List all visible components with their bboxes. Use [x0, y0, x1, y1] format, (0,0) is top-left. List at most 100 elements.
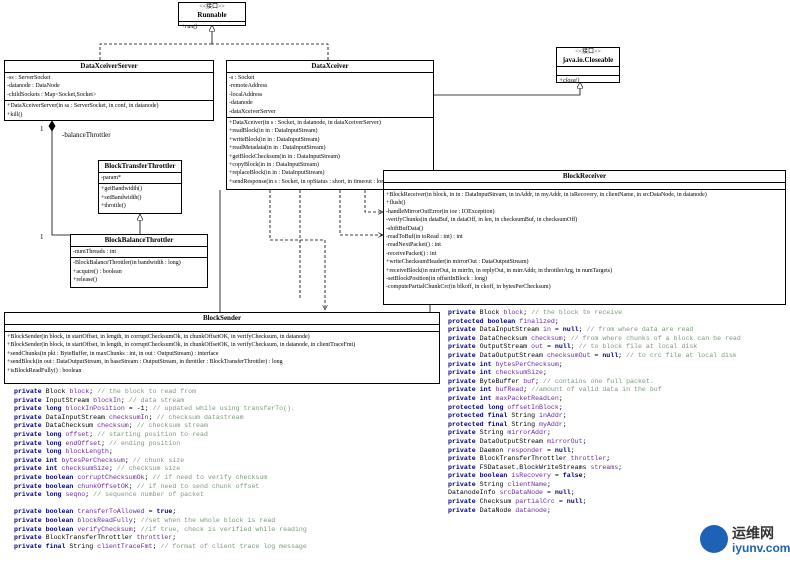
code-token: private	[448, 326, 476, 334]
code-line	[14, 500, 307, 509]
code-token: protected final	[448, 412, 508, 420]
code-line: private Daemon responder = null;	[448, 447, 741, 456]
realization-runnable	[99, 25, 329, 60]
code-token: partialCrc	[515, 498, 555, 506]
code-token: false	[562, 472, 583, 480]
code-token: // to block file at local disk	[574, 343, 698, 351]
code-listing-blockreceiver: private Block block; // the block to rec…	[448, 309, 741, 515]
field: -numThreads : int	[73, 249, 116, 255]
code-token: transferToAllowed	[77, 508, 145, 516]
code-token: ;	[542, 369, 547, 377]
code-token: ;	[546, 429, 551, 437]
code-token: ;	[132, 516, 137, 524]
code-token: ;	[562, 420, 567, 428]
code-line: private boolean corruptChecksumOk; // if…	[14, 474, 307, 483]
code-token: =	[590, 351, 603, 359]
code-token: ;	[570, 446, 575, 454]
composition-balance-throttler	[48, 120, 70, 236]
code-token: private	[448, 309, 476, 316]
code-token: private	[448, 429, 476, 437]
code-token: // from where data are read	[582, 326, 694, 334]
class-dataxceiver: DataXceiver -s : Socket -remoteAddress -…	[226, 60, 434, 190]
method: +writeChecksumHeader(in mirrorOut : Data…	[386, 259, 529, 266]
class-blockreceiver: BlockReceiver +BlockReceiver(in block, i…	[383, 170, 786, 305]
code-token: private boolean	[14, 525, 74, 533]
code-token: null	[602, 351, 619, 359]
code-line: private Checksum partialCrc = null;	[448, 498, 741, 507]
code-token: bytesPerChecksum	[61, 456, 125, 464]
method: -readToBuf(in toRead : int) : int	[386, 234, 463, 241]
method: +copyBlock(in in : DataInputStream)	[229, 162, 319, 169]
code-token: ;	[582, 498, 587, 506]
code-token: ;	[582, 437, 587, 445]
method: -verifyChunks(in dataBuf, in dataOff, in…	[386, 217, 578, 224]
code-token: Block	[475, 309, 504, 316]
code-token: private long	[14, 491, 62, 499]
code-line: private long seqno; // sequence number o…	[14, 491, 307, 500]
code-line: private int bytesPerChecksum;	[448, 361, 741, 370]
code-token: ;	[570, 343, 575, 351]
code-token: private	[448, 498, 476, 506]
code-token: private	[448, 334, 476, 342]
watermark-line1: 运维网	[732, 525, 774, 541]
code-token: ;	[578, 326, 583, 334]
field: -remoteAddress	[229, 83, 268, 90]
class-blocksender: BlockSender +BlockSender(in block, in st…	[4, 312, 440, 384]
code-token: // the block to receive	[527, 309, 623, 316]
code-token: protected final	[448, 420, 508, 428]
code-line: private FSDataset.BlockWriteStreams stre…	[448, 464, 741, 473]
code-token: blockIn	[93, 396, 121, 404]
code-token: private	[14, 413, 42, 421]
code-token: ;	[606, 455, 611, 463]
method: +readMetadata(in in : DataInputStream)	[229, 145, 326, 152]
code-token: checksumSize	[61, 465, 109, 473]
code-token: FSDataset.BlockWriteStreams	[475, 463, 591, 471]
code-token: =	[554, 498, 567, 506]
code-token: private	[448, 506, 476, 514]
realization-closeable	[434, 82, 580, 96]
code-token: BlockTransferThrottler	[41, 534, 137, 542]
code-token: checksum	[531, 334, 563, 342]
association-label: -balanceThrottler	[62, 131, 111, 139]
multiplicity-label-b: 1	[40, 233, 44, 241]
code-token: private	[448, 377, 476, 385]
code-token: = -1;	[124, 405, 149, 413]
field: -dataXceiverServer	[229, 108, 276, 115]
code-token: private	[14, 534, 42, 542]
code-token: // checksum stream	[132, 422, 208, 430]
code-token: private	[448, 463, 476, 471]
multiplicity-label: 1	[40, 125, 44, 133]
code-token: private long	[14, 439, 62, 447]
code-token: private int	[448, 386, 492, 394]
code-token: private long	[14, 448, 62, 456]
code-token: // if need to send chunk offset	[132, 482, 260, 490]
method: -shiftBufData()	[386, 225, 423, 232]
code-token: null	[554, 489, 571, 497]
code-token: ;	[120, 396, 125, 404]
code-token: Checksum	[475, 498, 516, 506]
code-token: private long	[14, 405, 62, 413]
code-token: protected long	[448, 403, 504, 411]
code-token: // data stream	[124, 396, 185, 404]
code-line: private int bufRead; //amount of valid d…	[448, 386, 741, 395]
code-token: ;	[89, 388, 94, 395]
code-token: ;	[554, 317, 559, 325]
code-line: private int bytesPerChecksum; // chunk s…	[14, 457, 307, 466]
field: -ss : ServerSocket	[7, 75, 51, 81]
code-token: streams	[590, 463, 619, 471]
code-token: ;	[85, 491, 90, 499]
code-token: null	[566, 498, 583, 506]
field: -childSockets : Map<Socket,Socket>	[7, 91, 97, 98]
code-token: myAddr	[539, 420, 563, 428]
code-token: ;	[618, 463, 623, 471]
method: +replaceBlock(in in : DataInputStream)	[229, 170, 325, 177]
code-token: =	[542, 343, 555, 351]
code-token: ;	[172, 534, 177, 542]
code-token: clientTraceFmt	[97, 542, 153, 550]
class-name: java.io.Closeable	[562, 56, 614, 64]
code-token: protected boolean	[448, 317, 516, 325]
code-token: datanode	[515, 506, 547, 514]
code-line: private boolean blockReadFully; //set wh…	[14, 517, 307, 526]
code-token: Daemon	[475, 446, 508, 454]
code-token: Block	[41, 388, 70, 395]
